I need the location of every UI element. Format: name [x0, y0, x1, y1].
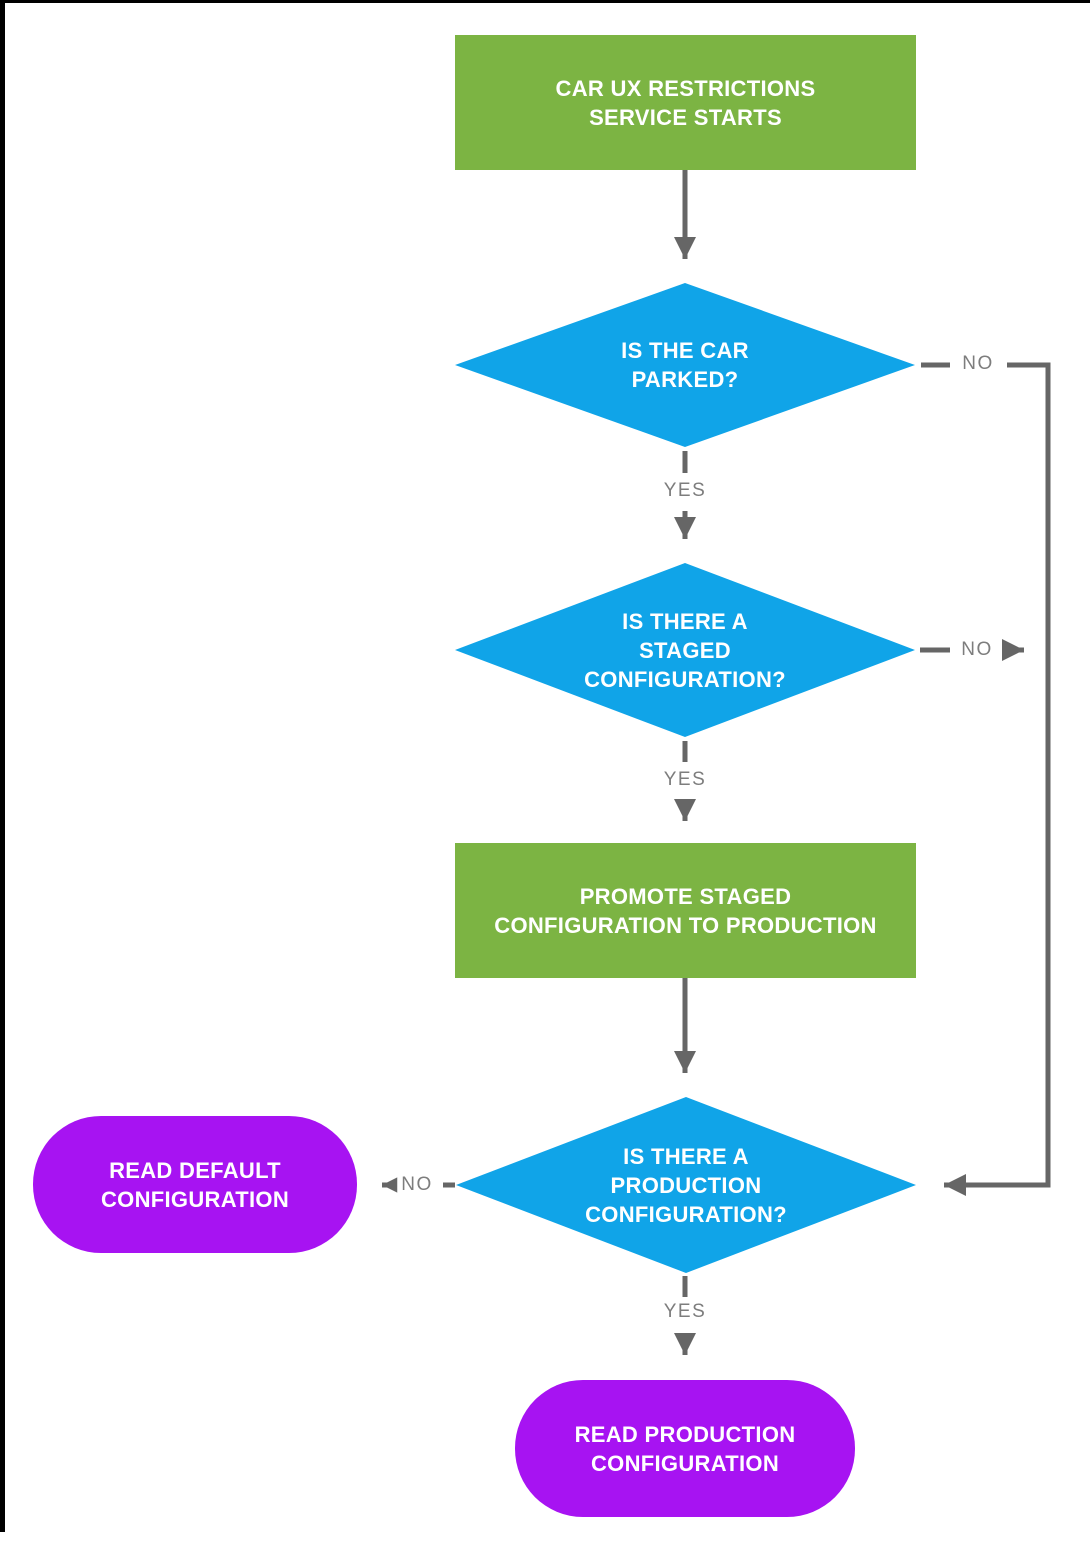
- node-read-default-configuration: READ DEFAULT CONFIGURATION: [33, 1116, 357, 1253]
- edge-label-production-no: NO: [397, 1174, 437, 1196]
- node-label-line: READ DEFAULT: [109, 1157, 281, 1183]
- node-label-line: IS THE CAR: [621, 338, 749, 363]
- decision-diamond-is-parked: [455, 283, 915, 447]
- node-label-line: STAGED: [639, 637, 731, 663]
- page-frame-left: [0, 0, 5, 1532]
- connector-parked-no-to-production: [944, 362, 1051, 1196]
- node-label-line: CONFIGURATION: [590, 1450, 780, 1476]
- node-label-line: CONFIGURATION?: [584, 666, 786, 692]
- node-is-staged-configuration: IS THERE A STAGED CONFIGURATION?: [455, 563, 915, 737]
- node-promote-staged: PROMOTE STAGED CONFIGURATION TO PRODUCTI…: [455, 843, 916, 978]
- decision-diamond-is-staged: [455, 563, 915, 737]
- node-label-line: CONFIGURATION?: [585, 1201, 787, 1227]
- page-frame-top: [0, 0, 1090, 3]
- node-label-line: IS THERE A: [623, 1143, 749, 1169]
- edge-label-staged-no: NO: [957, 639, 997, 661]
- node-label-line: PROMOTE STAGED: [579, 883, 792, 909]
- node-label-line: IS THERE A: [622, 608, 748, 634]
- node-label-line: CONFIGURATION TO PRODUCTION: [494, 912, 877, 938]
- edge-label-parked-yes: YES: [659, 480, 711, 502]
- decision-diamond-is-production: [456, 1097, 916, 1273]
- node-label-line: PRODUCTION: [610, 1172, 762, 1198]
- node-label-line: SERVICE STARTS: [589, 104, 782, 130]
- edge-label-parked-no: NO: [958, 353, 998, 375]
- node-read-production-configuration: READ PRODUCTION CONFIGURATION: [515, 1380, 855, 1517]
- edge-label-staged-yes: YES: [659, 769, 711, 791]
- edge-label-production-yes: YES: [659, 1301, 711, 1323]
- node-service-starts: CAR UX RESTRICTIONS SERVICE STARTS: [455, 35, 916, 170]
- node-label-line: PARKED?: [631, 367, 739, 392]
- node-is-car-parked: IS THE CAR PARKED?: [455, 283, 915, 447]
- node-label-line: CAR UX RESTRICTIONS: [555, 75, 816, 101]
- node-label-line: READ PRODUCTION: [574, 1421, 796, 1447]
- node-label-line: CONFIGURATION: [100, 1186, 290, 1212]
- node-is-production-configuration: IS THERE A PRODUCTION CONFIGURATION?: [456, 1097, 916, 1273]
